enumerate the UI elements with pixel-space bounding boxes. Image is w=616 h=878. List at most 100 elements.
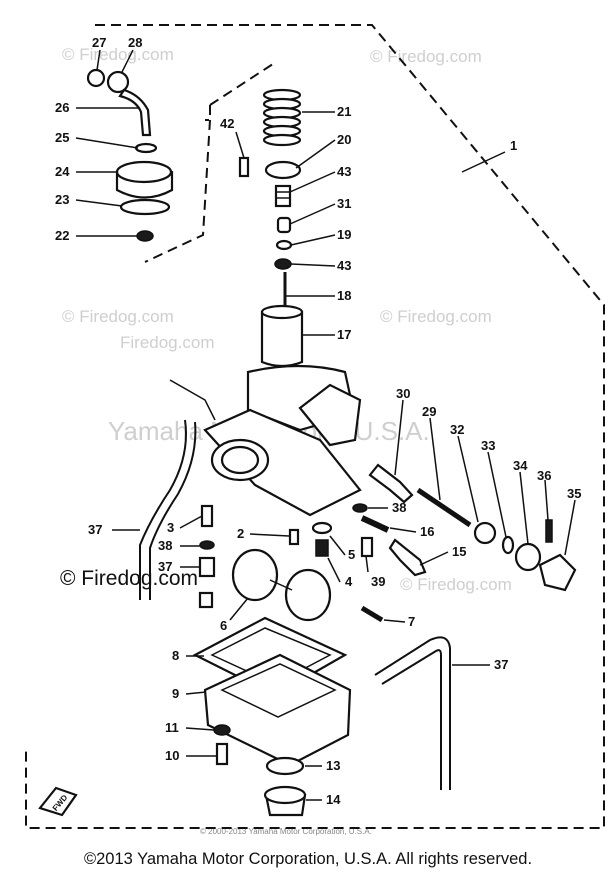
fwd-marker: FWD bbox=[38, 786, 78, 817]
watermark-firedog-3: © Firedog.com bbox=[62, 307, 174, 326]
pin bbox=[545, 519, 553, 543]
callout-24: 24 bbox=[55, 164, 70, 179]
plunger-cap bbox=[514, 542, 542, 572]
callout-43: 43 bbox=[337, 258, 351, 273]
callout-7: 7 bbox=[408, 614, 415, 629]
stop-screw-spring bbox=[416, 487, 472, 528]
needle-clip bbox=[275, 239, 293, 251]
watermark-firedog-main: © Firedog.com bbox=[60, 567, 198, 590]
callout-38-left: 38 bbox=[158, 538, 172, 553]
chamber-plug-top bbox=[263, 785, 307, 805]
callout-3: 3 bbox=[167, 520, 174, 535]
valve-seat bbox=[315, 539, 329, 557]
throttle-valve bbox=[260, 310, 304, 368]
drain-screw bbox=[215, 742, 229, 766]
banjo-fitting bbox=[106, 70, 130, 94]
needle-spring bbox=[274, 184, 292, 208]
callout-26: 26 bbox=[55, 100, 69, 115]
leader-lines bbox=[75, 49, 576, 801]
callout-5: 5 bbox=[348, 547, 355, 562]
valve-seat-washer bbox=[311, 521, 333, 535]
small-screw bbox=[238, 156, 250, 178]
callout-40: 42 bbox=[220, 116, 234, 131]
cap-group-bracket bbox=[144, 105, 211, 263]
banjo-bolt bbox=[86, 68, 106, 88]
callout-20: 20 bbox=[337, 132, 351, 147]
callout-6: 6 bbox=[220, 618, 227, 633]
callout-39: 39 bbox=[371, 574, 385, 589]
callout-37: 37 bbox=[158, 559, 172, 574]
watermark-firedog-1: © Firedog.com bbox=[62, 45, 174, 64]
callout-33: 34 bbox=[513, 458, 528, 473]
callouts: 27 28 26 25 24 23 22 21 42 20 43 31 19 4… bbox=[55, 35, 581, 807]
needle-washer bbox=[274, 258, 292, 270]
callout-22: 22 bbox=[55, 228, 69, 243]
watermark-firedog-2: © Firedog.com bbox=[370, 47, 482, 66]
callout-19: 19 bbox=[337, 227, 351, 242]
callout-35: 36 bbox=[537, 468, 551, 483]
callout-14: 14 bbox=[326, 792, 341, 807]
plunger-clip bbox=[501, 535, 515, 555]
o-ring-38-right bbox=[352, 503, 368, 513]
throttle-stop-screw bbox=[368, 463, 414, 504]
cap-gasket bbox=[119, 198, 171, 216]
watermark-firedog-5: Firedog.com bbox=[120, 333, 214, 352]
callout-27: 27 bbox=[92, 35, 106, 50]
callout-9: 9 bbox=[172, 686, 179, 701]
pilot-jet-lower bbox=[198, 591, 214, 609]
callout-38-right: 38 bbox=[392, 500, 406, 515]
callout-17: 17 bbox=[337, 327, 351, 342]
float-chamber-rim bbox=[220, 663, 337, 718]
callout-30: 30 bbox=[396, 386, 410, 401]
callout-2: 2 bbox=[237, 526, 244, 541]
callout-41: 43 bbox=[337, 164, 351, 179]
callout-28: 28 bbox=[128, 35, 142, 50]
overflow-hose-lower bbox=[440, 705, 451, 790]
drain-washer bbox=[213, 724, 231, 736]
needle-valve bbox=[360, 536, 374, 558]
breather-pipe bbox=[118, 88, 152, 137]
callout-23: 23 bbox=[55, 192, 69, 207]
watermark-firedog-4: © Firedog.com bbox=[380, 307, 492, 326]
callout-1: 1 bbox=[510, 138, 517, 153]
throttle-valve-spring bbox=[262, 88, 302, 147]
pilot-air-screw bbox=[388, 538, 427, 577]
callout-11: 11 bbox=[165, 720, 179, 735]
float-chamber bbox=[203, 653, 352, 767]
watermark-firedog-6: © Firedog.com bbox=[400, 575, 512, 594]
callout-8: 8 bbox=[172, 648, 179, 663]
callout-13: 13 bbox=[326, 758, 340, 773]
cap-clip bbox=[136, 230, 154, 242]
overflow-hose-right bbox=[374, 636, 451, 705]
pilot-screw-spring bbox=[360, 515, 390, 533]
callout-36-left: 37 bbox=[88, 522, 102, 537]
starter-knob bbox=[538, 553, 577, 592]
top-cap-rim bbox=[115, 160, 173, 184]
carburetor-body bbox=[169, 364, 362, 517]
callout-25: 25 bbox=[55, 130, 69, 145]
main-jet bbox=[200, 504, 214, 528]
callout-29: 29 bbox=[422, 404, 436, 419]
float-pin bbox=[360, 605, 384, 623]
callout-18: 18 bbox=[337, 288, 351, 303]
copyright-footer: ©2013 Yamaha Motor Corporation, U.S.A. A… bbox=[83, 850, 533, 868]
spring-seat bbox=[264, 160, 302, 180]
washer bbox=[134, 142, 158, 154]
pilot-jet bbox=[288, 528, 300, 546]
vent-hose-left-edge bbox=[149, 421, 197, 600]
float bbox=[231, 548, 332, 622]
callout-31: 32 bbox=[450, 422, 464, 437]
callout-16: 16 bbox=[420, 524, 434, 539]
callout-15: 15 bbox=[452, 544, 466, 559]
chamber-o-ring bbox=[265, 756, 305, 776]
throttle-valve-top bbox=[260, 304, 304, 320]
callout-42: 31 bbox=[337, 196, 351, 211]
needle-holder bbox=[276, 216, 292, 234]
watermark-fine-print: © 2000-2013 Yamaha Motor Corporation, U.… bbox=[200, 827, 372, 836]
o-ring-38-left bbox=[199, 540, 215, 550]
needle-jet bbox=[198, 556, 216, 578]
callout-10: 10 bbox=[165, 748, 179, 763]
assembly-outline bbox=[25, 24, 605, 829]
